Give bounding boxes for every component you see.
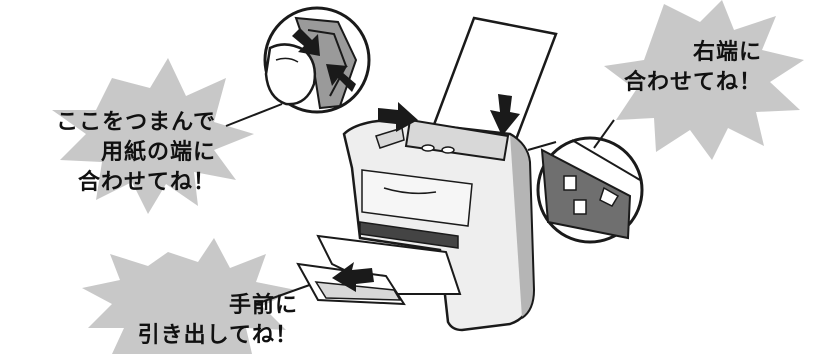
caption-line: 手前に <box>98 291 298 321</box>
caption-line: ここをつまんで <box>8 108 216 138</box>
caption-pinch-guide: ここをつまんで 用紙の端に 合わせてね！ <box>8 108 216 198</box>
callout-paper-edge <box>538 138 642 242</box>
callout-pinch <box>265 8 369 112</box>
caption-line: 合わせてね！ <box>612 68 762 98</box>
caption-line: 引き出してね！ <box>98 321 298 351</box>
caption-align-right: 右端に 合わせてね！ <box>612 38 762 98</box>
caption-line: 合わせてね！ <box>8 168 216 198</box>
caption-line: 右端に <box>612 38 762 68</box>
caption-line: 用紙の端に <box>8 138 216 168</box>
caption-pull-tray: 手前に 引き出してね！ <box>98 291 298 351</box>
